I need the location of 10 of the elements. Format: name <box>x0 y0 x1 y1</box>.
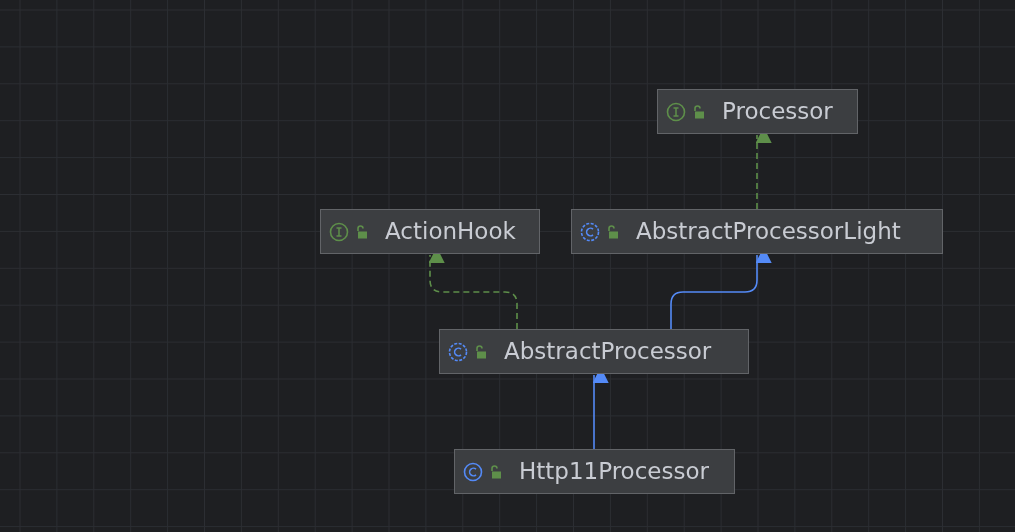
class-name: AbstractProcessor <box>504 340 712 363</box>
class-box <box>439 329 749 374</box>
class-name: AbstractProcessorLight <box>636 220 901 243</box>
class-box <box>571 209 943 254</box>
class-box <box>454 449 735 494</box>
class-name: ActionHook <box>385 220 516 243</box>
class-name: Http11Processor <box>519 460 709 483</box>
class-name: Processor <box>722 100 833 123</box>
class-box <box>657 89 858 134</box>
class-box <box>320 209 540 254</box>
